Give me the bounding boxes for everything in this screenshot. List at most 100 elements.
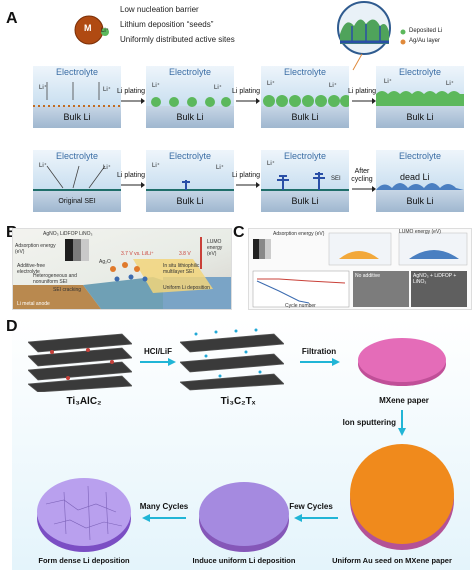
li-ion: Li⁺ [152, 163, 160, 169]
li-ion: Li⁺ [267, 161, 275, 167]
arrow-filtration [300, 358, 340, 366]
panel-b-illustration [13, 237, 231, 309]
electrolyte-label: Electrolyte [168, 151, 212, 161]
panel-b-letter: B [6, 224, 18, 242]
b-uniform-li: Uniform Li deposition [163, 285, 210, 291]
mxene-paper [358, 338, 446, 386]
arrow [352, 98, 376, 104]
bulk-label: Bulk Li [406, 196, 434, 206]
induce-label: Induce uniform Li deposition [192, 556, 296, 565]
original-sei-label: Original SEI [58, 198, 96, 205]
arrow [236, 182, 260, 188]
sei-label: SEI [331, 176, 341, 182]
bulk-label: Bulk Li [291, 196, 319, 206]
b-ag2o: Ag₂O [99, 259, 111, 265]
few-cycles-label: Few Cycles [289, 502, 333, 511]
cell-row1-3: Electrolyte Bulk Li Li⁺ Li⁺ [261, 66, 349, 128]
filtration-label: Filtration [301, 347, 337, 356]
ti3alc2-lattice [28, 333, 132, 392]
after-cycling-label: After cycling [351, 168, 373, 183]
legend-active-sites: Uniformly distributed active sites [120, 35, 235, 44]
uniform-au-label: Uniform Au seed on MXene paper [332, 556, 452, 565]
bulk-label: Bulk Li [291, 112, 319, 122]
arrow [236, 98, 260, 104]
li-ion: Li⁺ [384, 79, 392, 85]
li-ion: Li⁺ [329, 83, 337, 89]
b-heterogeneous: Heterogeneous and nonuniform SEI [33, 273, 77, 285]
dendrite-grown [261, 172, 349, 191]
legend-seeds: Lithium deposition “seeds” [120, 20, 214, 29]
arrow [121, 182, 145, 188]
arrow [121, 98, 145, 104]
li-ion: Li⁺ [103, 87, 111, 93]
seed-letter: M [84, 23, 92, 33]
cell-row1-4: Electrolyte Bulk Li Li⁺ Li⁺ [376, 66, 464, 128]
li-plating-label: Li plating [231, 88, 261, 95]
many-cycles-label: Many Cycles [139, 502, 189, 511]
dead-li-layer [376, 183, 464, 190]
li-nuclei-grown [263, 95, 349, 107]
electrolyte-label: Electrolyte [283, 151, 327, 161]
zoom-legend-dots [400, 29, 406, 45]
electrolyte-label: Electrolyte [55, 151, 99, 161]
li-ion: Li⁺ [267, 81, 275, 87]
panel-c-illustration [252, 232, 468, 308]
bulk-label: Bulk Li [63, 112, 91, 122]
c-lumo-label: LUMO energy (eV) [399, 229, 441, 235]
ti3alc2-label: Ti₃AlC₂ [66, 396, 102, 407]
b-sei-cracking: SEI cracking [53, 287, 82, 293]
c-no-additive: No additive [355, 273, 381, 279]
arrow-down [398, 410, 406, 436]
b-multilayer-sei: In situ lithiophilic multilayer SEI [163, 263, 200, 275]
electrolyte-label: Electrolyte [283, 67, 327, 77]
cell-row2-4: Electrolyte Bulk Li dead Li [376, 150, 464, 212]
li-ion: Li⁺ [446, 81, 454, 87]
bulk-label: Bulk Li [176, 196, 204, 206]
sei-line [33, 165, 121, 191]
li-ion: Li⁺ [103, 165, 111, 171]
panel-b-image: AgNO₃ LiDFOP LiNO₃ Adsorption energy (eV… [12, 228, 232, 310]
dense-li-layer [376, 91, 464, 106]
panel-c-letter: C [233, 224, 245, 241]
arrow-hcl [140, 358, 176, 366]
panel-a-letter: A [6, 10, 18, 27]
arrow [352, 186, 376, 192]
c-adsorption-label: Adsorption energy (eV) [273, 231, 325, 237]
au-seed-paper [350, 444, 454, 550]
electrolyte-label: Electrolyte [55, 67, 99, 77]
b-lumo-label: LUMO energy (eV) [207, 239, 223, 257]
li-plating-label: Li plating [116, 88, 146, 95]
b-voltage-37: 3.7 V vs. Li/Li⁺ [121, 251, 154, 257]
ti3c2tx-label: Ti₃C₂Tₓ [220, 396, 256, 407]
cell-row1-2: Electrolyte Bulk Li Li⁺ Li⁺ [146, 66, 234, 128]
electrolyte-label: Electrolyte [168, 67, 212, 77]
li-ion: Li⁺ [39, 163, 47, 169]
dead-li-label: dead Li [400, 172, 430, 182]
seed-layer [33, 82, 121, 107]
c-with-additive: AgNO₃ + LiDFOP + LiNO₃ [413, 273, 457, 285]
b-additives-label: AgNO₃ LiDFOP LiNO₃ [43, 231, 93, 237]
hcl-lif-label: HCl/LiF [144, 347, 172, 356]
bulk-label: Bulk Li [176, 112, 204, 122]
zoom-legend-deposited: Deposited Li [409, 28, 443, 34]
ti3c2tx-lattice [180, 328, 284, 391]
cell-row2-1: Electrolyte Original SEI Li⁺ Li⁺ [33, 150, 121, 212]
li-plating-label: Li plating [347, 88, 377, 95]
panel-c-image: Adsorption energy (eV) LUMO energy (eV) … [248, 228, 472, 310]
zoom-legend-ag-au: Ag/Au layer [409, 38, 441, 44]
dendrite-start [146, 180, 234, 191]
dense-li-paper [37, 478, 131, 552]
zoom-pointer-line [352, 53, 363, 71]
induce-li-paper [199, 482, 289, 552]
electrolyte-label: Electrolyte [398, 67, 442, 77]
li-plating-label: Li plating [116, 172, 146, 179]
li-ion: Li⁺ [216, 165, 224, 171]
cell-row1-1: Electrolyte Bulk Li Li⁺ Li⁺ [33, 66, 121, 128]
zoom-circle-diagram [337, 1, 391, 55]
bulk-label: Bulk Li [406, 112, 434, 122]
c-cycle-number: Cycle number [285, 303, 316, 309]
li-ion: Li⁺ [152, 83, 160, 89]
form-dense-label: Form dense Li deposition [38, 556, 130, 565]
seed-ion-label: Li⁺ [101, 28, 109, 34]
b-voltage-38: 3.8 V [179, 251, 191, 257]
